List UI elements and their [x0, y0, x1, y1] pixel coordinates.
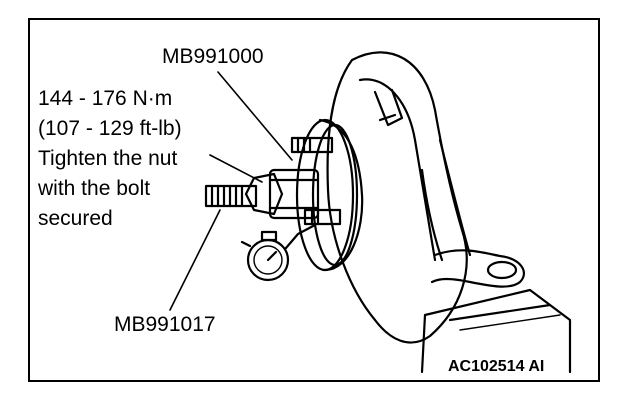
- label-instruction-2: with the bolt: [38, 177, 151, 200]
- label-instruction-1: Tighten the nut: [38, 147, 178, 170]
- leader-nut: [209, 154, 263, 183]
- label-torque-ftlb: (107 - 129 ft-lb): [38, 117, 182, 140]
- label-instruction-3: secured: [38, 207, 113, 230]
- leader-mb991000: [217, 71, 293, 161]
- figure-code: AC102514 AI: [448, 358, 545, 375]
- wheel-stud-upper: [290, 136, 334, 154]
- label-mb991000: MB991000: [162, 45, 264, 68]
- tool-mb991000-body: [268, 168, 320, 220]
- label-mb991017: MB991017: [114, 313, 216, 336]
- steering-arm: [430, 249, 525, 288]
- hub-flange: [295, 118, 355, 272]
- support-stand: [420, 288, 572, 374]
- hub-assembly-illustration: [169, 51, 572, 374]
- leader-mb991017: [169, 209, 221, 311]
- nut: [244, 172, 284, 216]
- label-torque-nm: 144 - 176 N·m: [38, 87, 173, 110]
- backing-plate: [326, 51, 468, 344]
- diagram-frame: MB991000 144 - 176 N·m (107 - 129 ft-lb)…: [28, 18, 600, 382]
